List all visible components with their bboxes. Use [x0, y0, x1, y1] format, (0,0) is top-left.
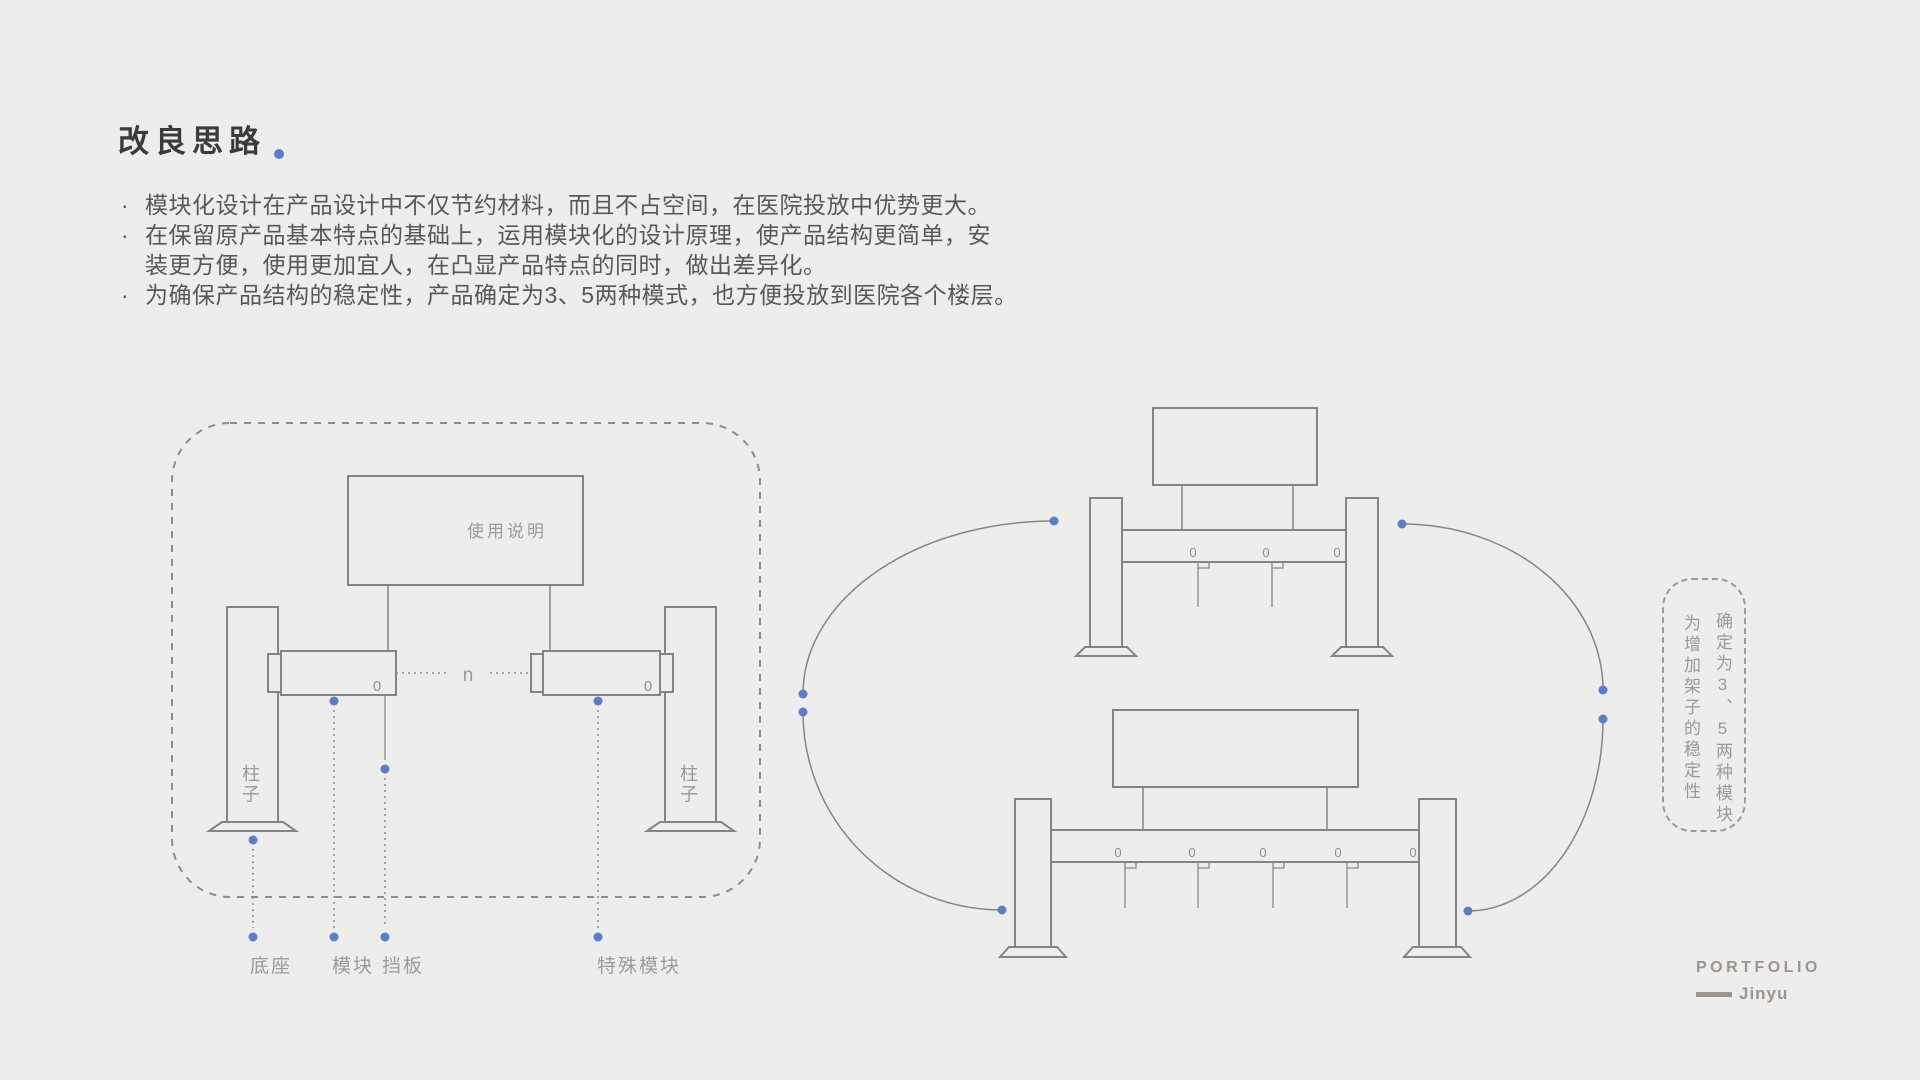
bullet-text: 装更方便，使用更加宜人，在凸显产品特点的同时，做出差异化。 [145, 252, 827, 278]
rack5-right-pillar [1418, 798, 1457, 948]
rack5-hook-1 [1124, 862, 1137, 908]
baffle-anchor-dot [380, 764, 390, 774]
module-structure-diagram: 使用说明 柱子 柱子 0 n 0 [171, 422, 761, 977]
arc-dot-rack3-right [1397, 519, 1407, 529]
rack5-left-base [997, 946, 1069, 958]
left-pillar [226, 606, 279, 823]
special-module-left-tab [530, 653, 544, 693]
rack3-right-base [1329, 646, 1395, 657]
logo-dash [1696, 991, 1732, 997]
bullet-marker: · [121, 192, 130, 218]
left-module-end-tab [267, 653, 282, 693]
rack3-hook-1 [1197, 562, 1210, 607]
arc-dot-rack3-left [1049, 516, 1059, 526]
rack3-left-base [1073, 646, 1139, 657]
connector-arcs [798, 516, 1608, 916]
stability-note-box [1662, 578, 1746, 832]
logo-author: Jinyu [1739, 984, 1789, 1003]
rack3-shelf [1121, 529, 1347, 563]
special-module-legend-dot [593, 932, 603, 942]
arc-right-lower [1467, 718, 1604, 912]
rack3-sign-board [1152, 407, 1318, 486]
rack5-sign-neck [1142, 787, 1328, 830]
portfolio-logo: PORTFOLIO Jinyu [1696, 959, 1821, 1004]
rack-five-module: 0 0 0 0 0 [997, 709, 1473, 958]
bullet-line-2: · 在保留原产品基本特点的基础上，运用模块化的设计原理，使产品结构更简单，安 [121, 220, 1121, 250]
bullet-line-3: · 为确保产品结构的稳定性，产品确定为3、5两种模式，也方便投放到医院各个楼层。 [121, 280, 1121, 310]
special-module-bar [542, 650, 661, 696]
module-anchor-dot [329, 696, 339, 706]
left-pillar-base [205, 821, 300, 832]
right-pillar-label: 柱子 [680, 764, 700, 805]
rack5-left-pillar [1014, 798, 1052, 948]
arc-right-upper [1401, 523, 1604, 691]
rack3-right-pillar [1345, 497, 1379, 648]
bullet-line-2-continued: 装更方便，使用更加宜人，在凸显产品特点的同时，做出差异化。 [121, 250, 1121, 280]
stability-note-col-2: 确定为3、5两种模块 [1713, 612, 1732, 826]
rack-three-module: 0 0 0 [1073, 407, 1395, 657]
arc-dot-mid-right-upper [1598, 685, 1608, 695]
arc-dot-mid-left-lower [798, 707, 808, 717]
rack5-slot-2: 0 [1188, 845, 1195, 860]
right-pillar [664, 606, 717, 823]
left-pillar-label: 柱子 [242, 764, 262, 805]
bullet-marker: · [121, 222, 130, 248]
instruction-box-label: 使用说明 [467, 521, 547, 541]
rack5-slot-5: 0 [1409, 845, 1416, 860]
legend-base: 底座 [250, 955, 292, 977]
module-legend-dot [329, 932, 339, 942]
special-module-slot: 0 [644, 678, 652, 695]
bullet-text: 为确保产品结构的稳定性，产品确定为3、5两种模式，也方便投放到医院各个楼层。 [145, 282, 1018, 308]
rack5-sign-board [1112, 709, 1359, 788]
logo-brand: PORTFOLIO [1696, 959, 1821, 976]
bullet-line-1: · 模块化设计在产品设计中不仅节约材料，而且不占空间，在医院投放中优势更大。 [121, 190, 1121, 220]
dashed-boundary-box [171, 422, 761, 898]
rack5-right-base [1401, 946, 1473, 958]
rack5-slot-3: 0 [1259, 845, 1266, 860]
arc-dot-rack5-right [1463, 906, 1473, 916]
arc-left-lower [802, 711, 1003, 911]
instruction-box [347, 475, 584, 586]
page-title: 改良思路 [118, 124, 266, 159]
logo-signature: Jinyu [1696, 984, 1821, 1004]
arc-dot-mid-left-upper [798, 689, 808, 699]
bullet-list: · 模块化设计在产品设计中不仅节约材料，而且不占空间，在医院投放中优势更大。 ·… [121, 190, 1121, 310]
special-module-anchor-dot [593, 696, 603, 706]
special-module-right-tab [659, 653, 674, 693]
base-anchor-dot [248, 835, 258, 845]
baffle-legend-dot [380, 932, 390, 942]
rack3-slot-3: 0 [1333, 545, 1340, 560]
legend-baffle: 挡板 [382, 955, 424, 977]
rack5-hook-4 [1346, 862, 1359, 908]
bullet-text: 在保留原产品基本特点的基础上，运用模块化的设计原理，使产品结构更简单，安 [145, 222, 991, 248]
arc-dot-mid-right-lower [1598, 714, 1608, 724]
instruction-box-connectors [387, 585, 551, 651]
legend-special-module: 特殊模块 [597, 955, 681, 977]
rack3-slot-1: 0 [1189, 545, 1196, 560]
rack5-hook-2 [1197, 862, 1210, 908]
rack5-hook-3 [1272, 862, 1285, 908]
rack3-sign-neck [1181, 485, 1294, 530]
rack3-slot-2: 0 [1262, 545, 1269, 560]
left-module-bar [280, 650, 397, 696]
rack3-left-pillar [1089, 497, 1123, 648]
rack3-hook-2 [1271, 562, 1284, 607]
rack5-shelf [1050, 829, 1420, 863]
legend-module: 模块 [332, 955, 374, 977]
bullet-text: 模块化设计在产品设计中不仅节约材料，而且不占空间，在医院投放中优势更大。 [145, 192, 991, 218]
rack5-slot-4: 0 [1334, 845, 1341, 860]
bullet-marker: · [121, 282, 130, 308]
arc-dot-rack5-left [997, 905, 1007, 915]
base-legend-dot [248, 932, 258, 942]
stability-note-col-1: 为增加架子的稳定性 [1681, 614, 1700, 803]
quantity-n-label: n [463, 665, 474, 686]
left-module-slot: 0 [373, 678, 381, 695]
title-accent-dot [274, 149, 284, 159]
right-pillar-base [643, 821, 738, 832]
rack5-slot-1: 0 [1114, 845, 1121, 860]
arc-left-upper [802, 520, 1055, 695]
